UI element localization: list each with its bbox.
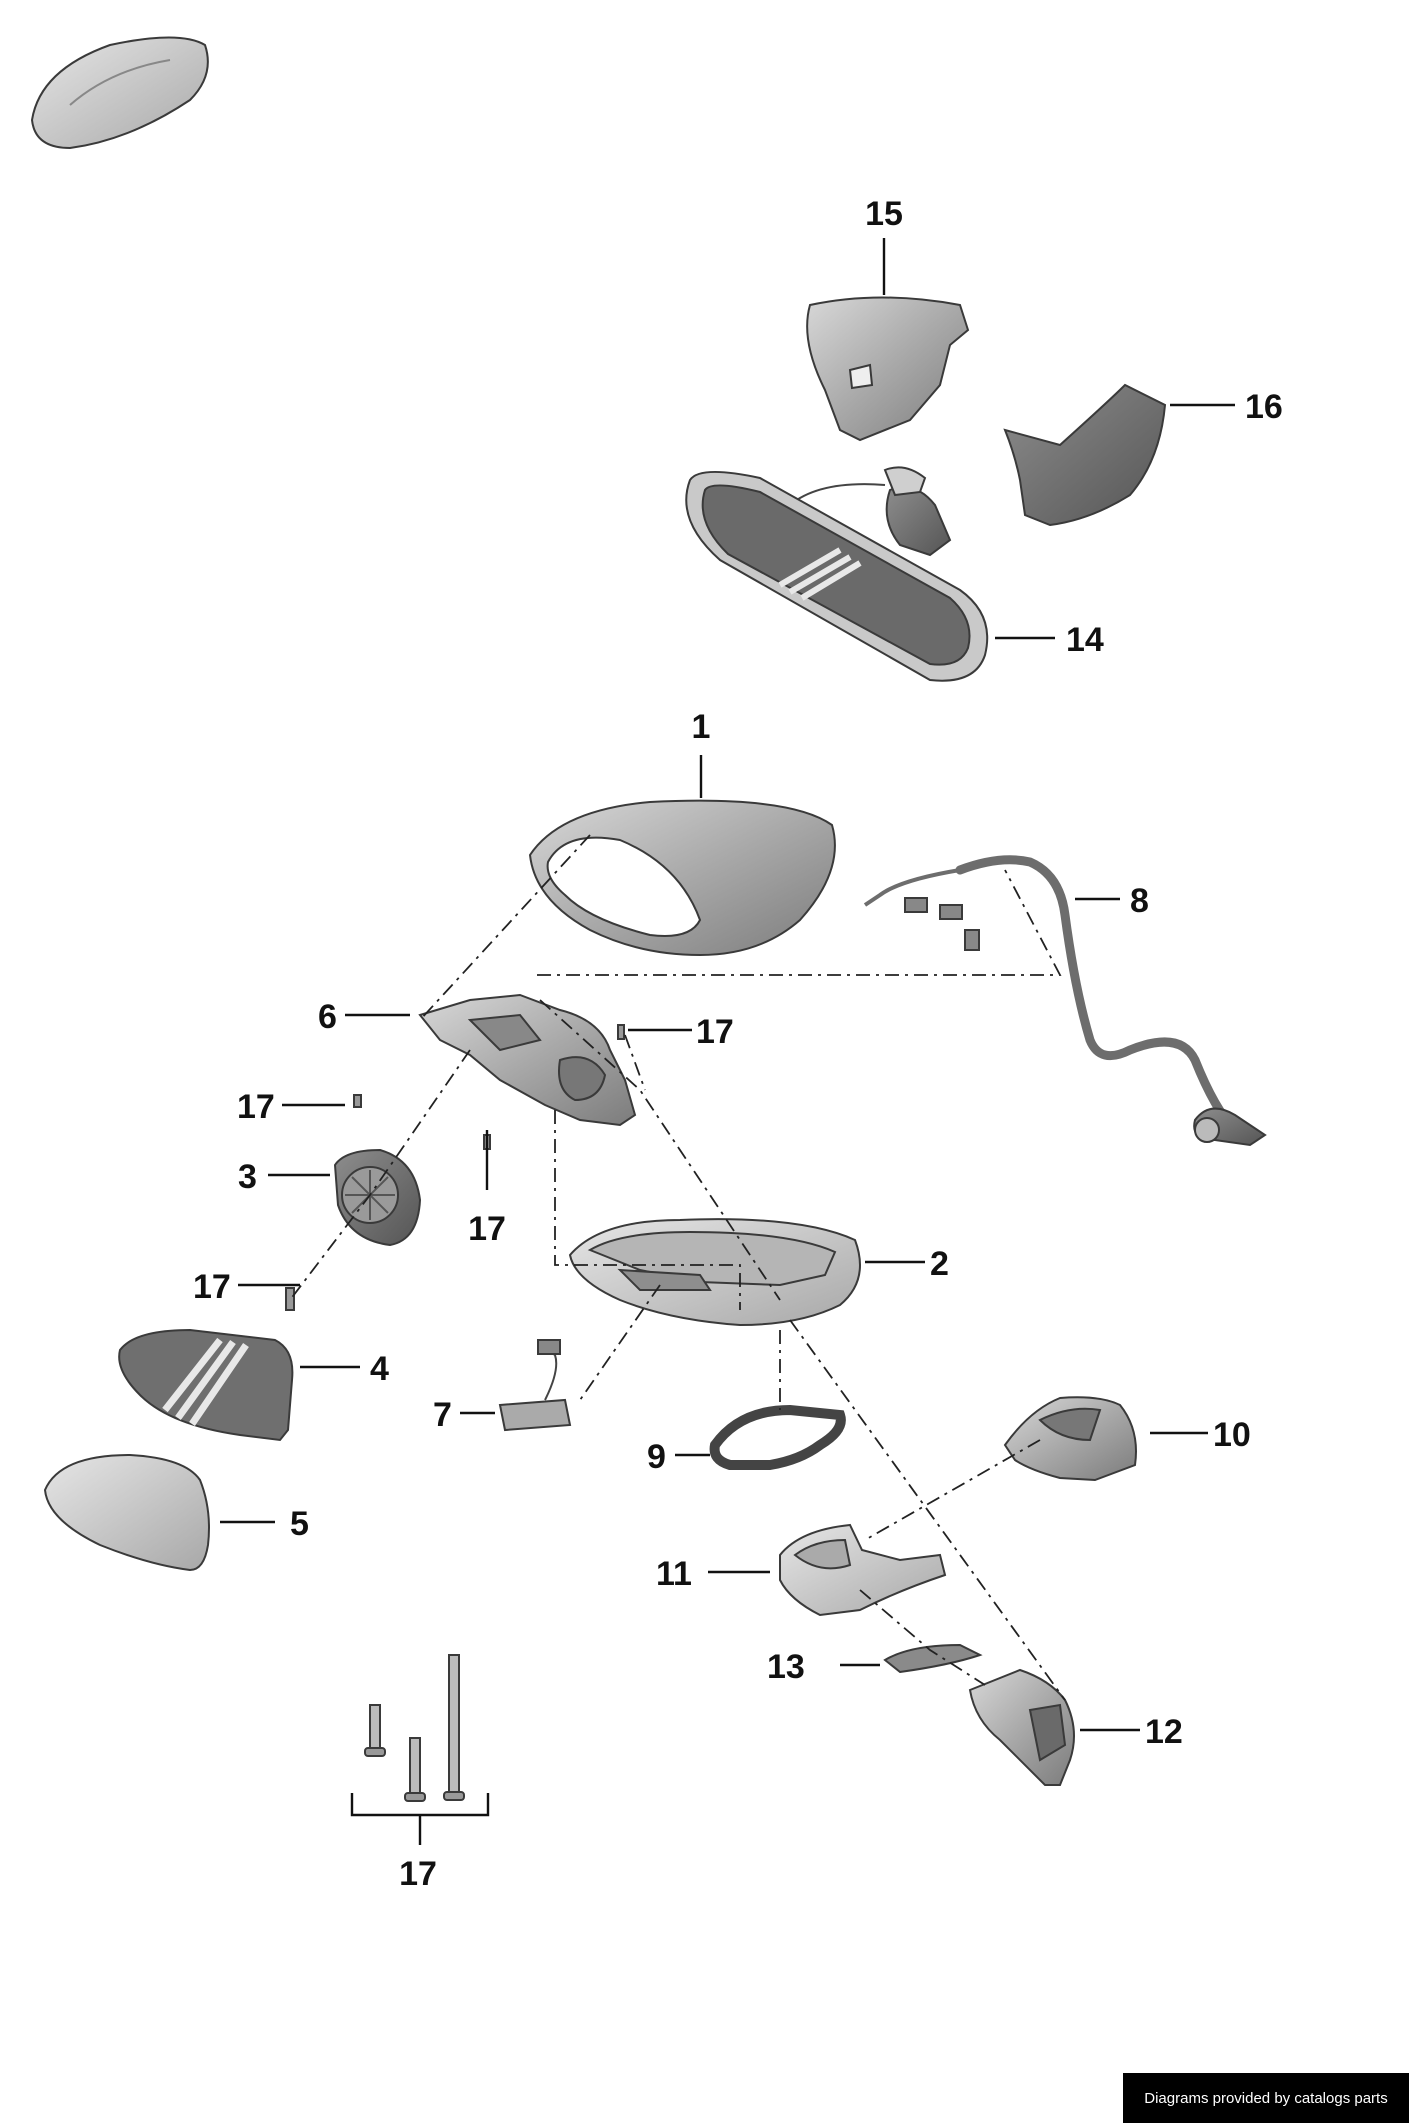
- assembly-dashed-lines: [289, 834, 1066, 1701]
- car-thumbnail-icon: [30, 36, 209, 150]
- callout-5: 5: [290, 1505, 309, 1543]
- callout-leader-lines: [220, 238, 1235, 1732]
- callout-17-bottom: 17: [399, 1855, 437, 1893]
- part-8-wiring-harness: [863, 855, 1267, 1147]
- callout-2: 2: [930, 1245, 949, 1283]
- part-5-mirror-backing: [43, 1453, 210, 1572]
- callout-14: 14: [1066, 621, 1104, 659]
- part-16-trim-cover: [1003, 383, 1167, 527]
- callout-1: 1: [692, 708, 711, 746]
- part-2-lower-housing: [568, 1218, 861, 1327]
- callout-17-left: 17: [237, 1088, 275, 1126]
- callout-6: 6: [318, 998, 337, 1036]
- diagram-credit-badge: Diagrams provided by catalogs parts: [1123, 2073, 1409, 2123]
- callout-labels: 15 16 14 1 8 6 17 17 17 3 2 17 4 7 9 10 …: [193, 195, 1283, 1893]
- part-11-inner-trim: [779, 1523, 947, 1617]
- callout-7: 7: [433, 1396, 452, 1434]
- callout-17-middle: 17: [468, 1210, 506, 1248]
- callout-10: 10: [1213, 1416, 1251, 1454]
- part-9-seal-frame: [709, 1404, 846, 1470]
- part-10-cover: [1003, 1396, 1137, 1482]
- screw-17-icon-group: [285, 1024, 625, 1845]
- part-4-mirror-glass: [118, 1328, 294, 1442]
- callout-13: 13: [767, 1648, 805, 1686]
- callout-9: 9: [647, 1438, 666, 1476]
- callout-12: 12: [1145, 1713, 1183, 1751]
- part-14-interior-mirror: [685, 466, 989, 682]
- callout-11: 11: [656, 1555, 692, 1593]
- part-12-base-mount: [968, 1668, 1075, 1786]
- part-6-mirror-bracket: [418, 993, 637, 1127]
- part-3-adjustment-motor: [333, 1148, 422, 1247]
- part-7-turn-signal: [498, 1339, 572, 1432]
- callout-17-top-right: 17: [696, 1013, 734, 1051]
- part-13-puddle-light: [883, 1643, 983, 1674]
- callout-3: 3: [238, 1158, 257, 1196]
- callout-4: 4: [370, 1350, 389, 1388]
- callout-8: 8: [1130, 882, 1149, 920]
- part-15-trim-cover: [806, 296, 970, 442]
- callout-17-lower-left: 17: [193, 1268, 231, 1306]
- callout-16: 16: [1245, 388, 1283, 426]
- part-1-mirror-cap: [528, 799, 836, 957]
- callout-15: 15: [865, 195, 903, 233]
